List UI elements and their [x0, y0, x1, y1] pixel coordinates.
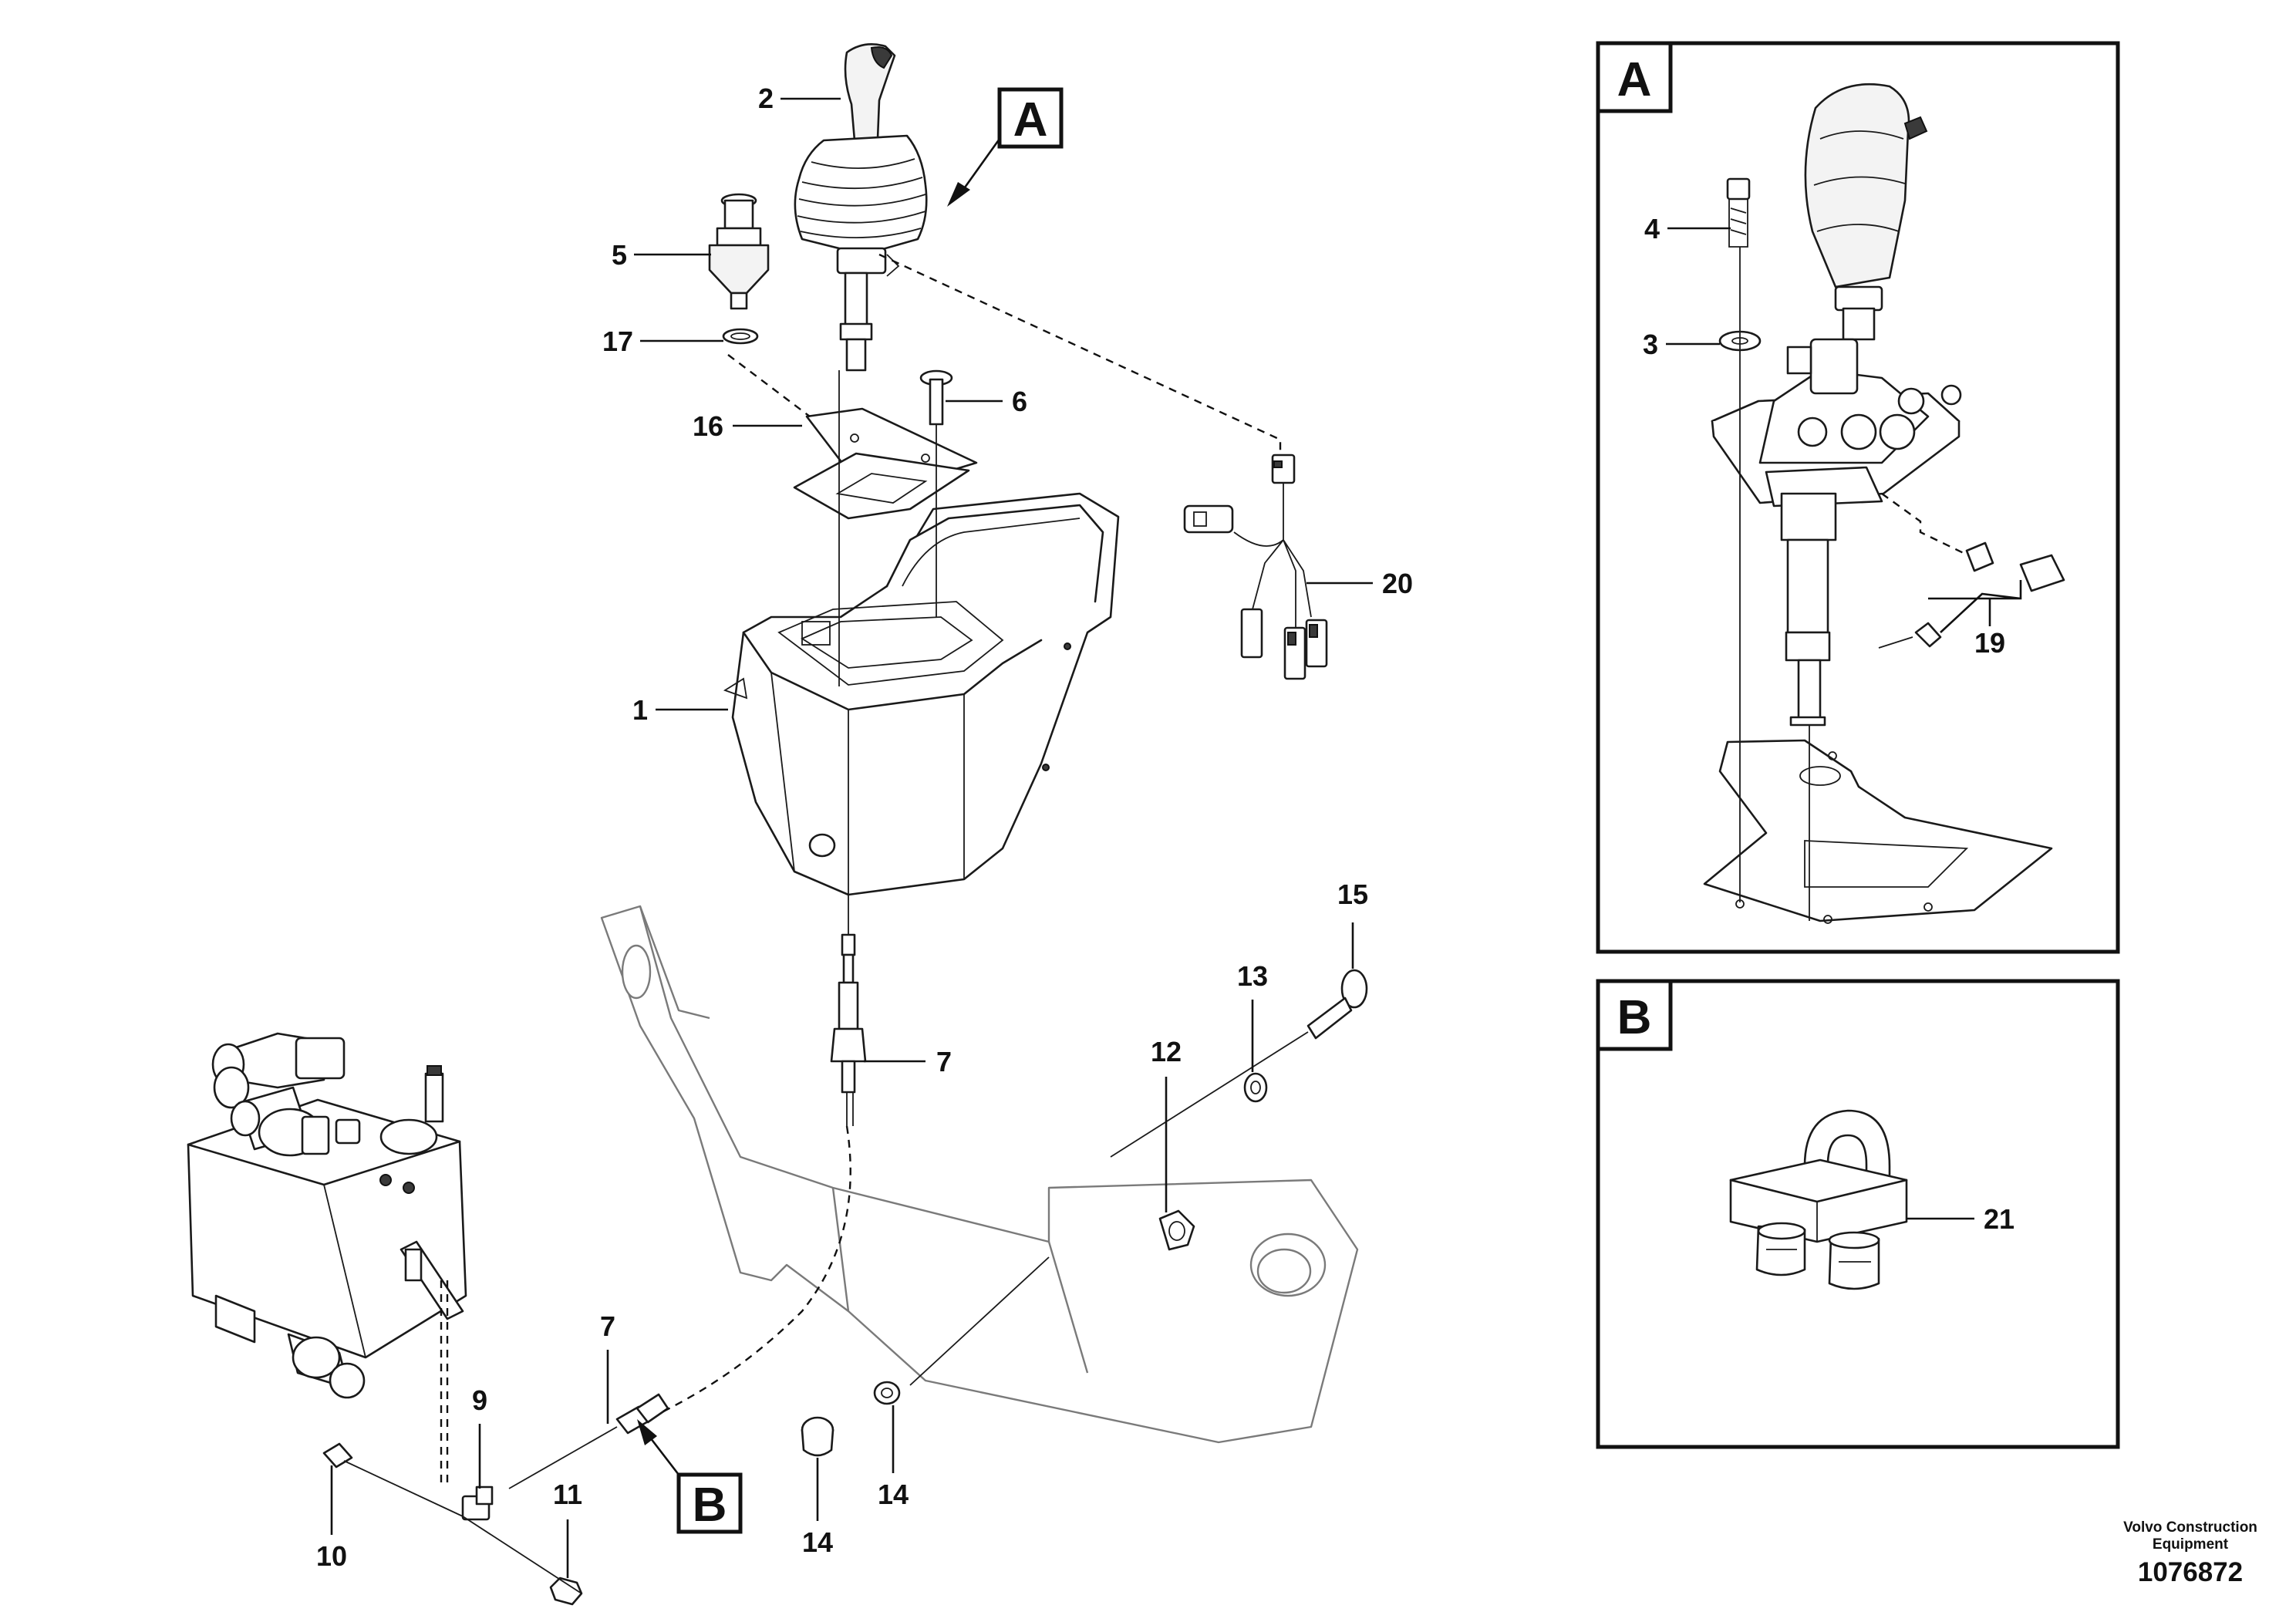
svg-text:16: 16 [693, 410, 723, 442]
assembly-lines [462, 370, 1309, 1594]
svg-text:14: 14 [878, 1479, 909, 1510]
svg-text:15: 15 [1337, 878, 1368, 910]
o-ring [722, 328, 759, 345]
detail-tag-a: A [947, 87, 1064, 207]
callout-13a: 13 [1237, 960, 1268, 1072]
svg-text:17: 17 [602, 325, 633, 357]
bolt-15 [1306, 969, 1368, 1040]
control-valve [187, 1032, 467, 1399]
callout-3: 3 [1643, 329, 1720, 360]
callout-9: 9 [472, 1384, 487, 1489]
control-cable [830, 895, 867, 1126]
callout-15: 15 [1337, 878, 1368, 969]
detail-tag-b: B [637, 1419, 743, 1534]
callout-16: 16 [693, 410, 802, 442]
svg-text:14: 14 [802, 1526, 833, 1558]
svg-text:10: 10 [316, 1540, 347, 1572]
fork-clevis [461, 1485, 494, 1521]
credit-block: Volvo Construction Equipment 1076872 [2123, 1519, 2257, 1587]
callout-21: 21 [1907, 1203, 2014, 1235]
svg-text:Volvo Construction: Volvo Construction [2123, 1519, 2257, 1536]
svg-text:4: 4 [1644, 213, 1660, 244]
dashed-links [440, 253, 1282, 1489]
callout-20: 20 [1306, 568, 1413, 599]
detail-panel-a: A [1596, 41, 2120, 954]
callout-5: 5 [612, 239, 711, 271]
callout-14: 14 14 [802, 1458, 833, 1558]
bushing-12 [1158, 1209, 1195, 1251]
svg-text:5: 5 [612, 239, 627, 271]
svg-text:7: 7 [936, 1046, 952, 1077]
svg-text:3: 3 [1643, 329, 1658, 360]
svg-text:11: 11 [553, 1479, 582, 1510]
svg-text:13: 13 [1237, 960, 1268, 992]
joystick-assembly [794, 43, 928, 372]
svg-text:Equipment: Equipment [2153, 1536, 2229, 1553]
callout-2: 2 [758, 83, 841, 114]
callout-7b: 7 [600, 1310, 615, 1424]
callout-6: 6 [946, 386, 1027, 417]
console-bracket [600, 905, 1359, 1444]
washer-13a [1243, 1072, 1268, 1103]
svg-text:2: 2 [758, 83, 774, 114]
svg-text:12: 12 [1151, 1036, 1182, 1067]
svg-text:6: 6 [1012, 386, 1027, 417]
callout-1: 1 [632, 694, 728, 726]
svg-text:1: 1 [632, 694, 648, 726]
svg-text:B: B [1617, 991, 1652, 1044]
callout-19: 19 [1928, 580, 2022, 659]
svg-text:7: 7 [600, 1310, 615, 1342]
mounting-plate [793, 407, 978, 520]
svg-text:B: B [693, 1479, 727, 1532]
callout-10: 10 [316, 1465, 347, 1572]
detail-panel-b: B 21 [1596, 979, 2120, 1449]
wiring-harness [1183, 454, 1328, 680]
screw [919, 369, 953, 426]
callout-11: 11 [553, 1479, 582, 1578]
push-button [708, 193, 770, 310]
svg-text:1076872: 1076872 [2138, 1557, 2243, 1587]
console-housing [723, 492, 1120, 896]
callout-7a: 7 [864, 1046, 952, 1077]
washer-13b [873, 1381, 901, 1405]
svg-text:A: A [1617, 53, 1652, 106]
svg-text:21: 21 [1984, 1203, 2014, 1235]
svg-text:19: 19 [1974, 627, 2005, 659]
svg-text:20: 20 [1382, 568, 1413, 599]
callout-4: 4 [1644, 213, 1731, 244]
svg-text:A: A [1013, 93, 1048, 147]
callout-13b: 14 [878, 1405, 909, 1510]
callout-17: 17 [602, 325, 723, 357]
bolt-10 [322, 1442, 464, 1517]
svg-text:9: 9 [472, 1384, 487, 1416]
callout-12: 12 [1151, 1036, 1182, 1212]
bushing-14 [801, 1416, 834, 1457]
